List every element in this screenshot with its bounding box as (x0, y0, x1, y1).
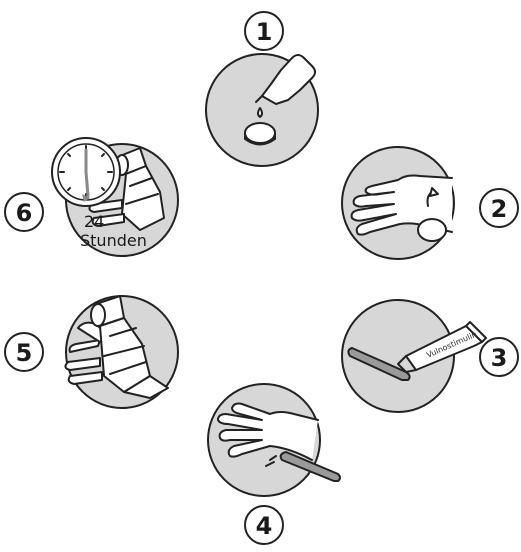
step-4: 4 (208, 384, 340, 544)
step-1-number: 1 (256, 18, 273, 46)
duration-unit: Stunden (80, 231, 147, 250)
step-1: 1 (206, 12, 318, 166)
duration-value: 24 (84, 212, 104, 231)
clock-hand-icon (86, 172, 88, 196)
step-4-number: 4 (256, 512, 273, 540)
pad-icon (245, 123, 275, 145)
step-6-number: 6 (16, 199, 33, 227)
step-3-number: 3 (491, 344, 508, 372)
drop-icon (258, 108, 262, 117)
step-2: 2 (342, 147, 518, 259)
step-5-number: 5 (16, 339, 33, 367)
step-2-number: 2 (491, 195, 508, 223)
clock-icon (52, 138, 120, 206)
step-5: 5 (5, 296, 178, 408)
step-3: Vulnostimulin 3 (342, 300, 518, 412)
pad-icon (418, 219, 446, 241)
step-6: 24 Stunden 6 (5, 138, 178, 256)
